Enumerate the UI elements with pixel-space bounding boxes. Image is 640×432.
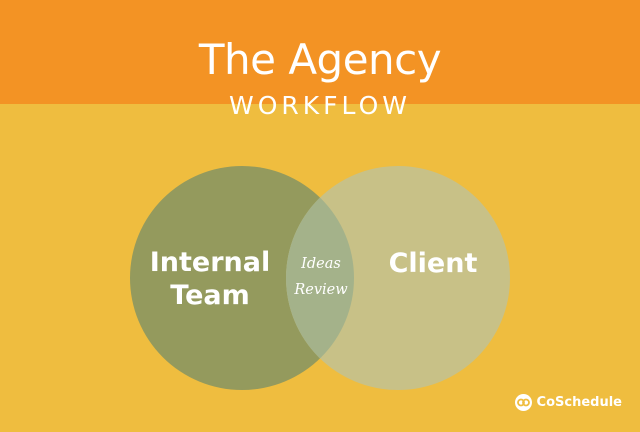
page-subtitle: WORKFLOW (229, 91, 411, 120)
coschedule-logo-icon (514, 393, 532, 411)
left-circle-internal-team (130, 166, 354, 390)
brand-logo: CoSchedule (514, 391, 622, 413)
right-label: Client (389, 248, 478, 279)
overlap-label-line-2: Review (293, 282, 348, 298)
overlap-label-line-1: Ideas (300, 256, 341, 272)
page-title: The Agency (198, 35, 442, 84)
left-label-line-2: Team (170, 280, 250, 311)
left-label-line-1: Internal (150, 247, 271, 278)
header-banner (0, 0, 640, 104)
right-circle-client (286, 166, 510, 390)
brand-name: CoSchedule (536, 394, 622, 410)
